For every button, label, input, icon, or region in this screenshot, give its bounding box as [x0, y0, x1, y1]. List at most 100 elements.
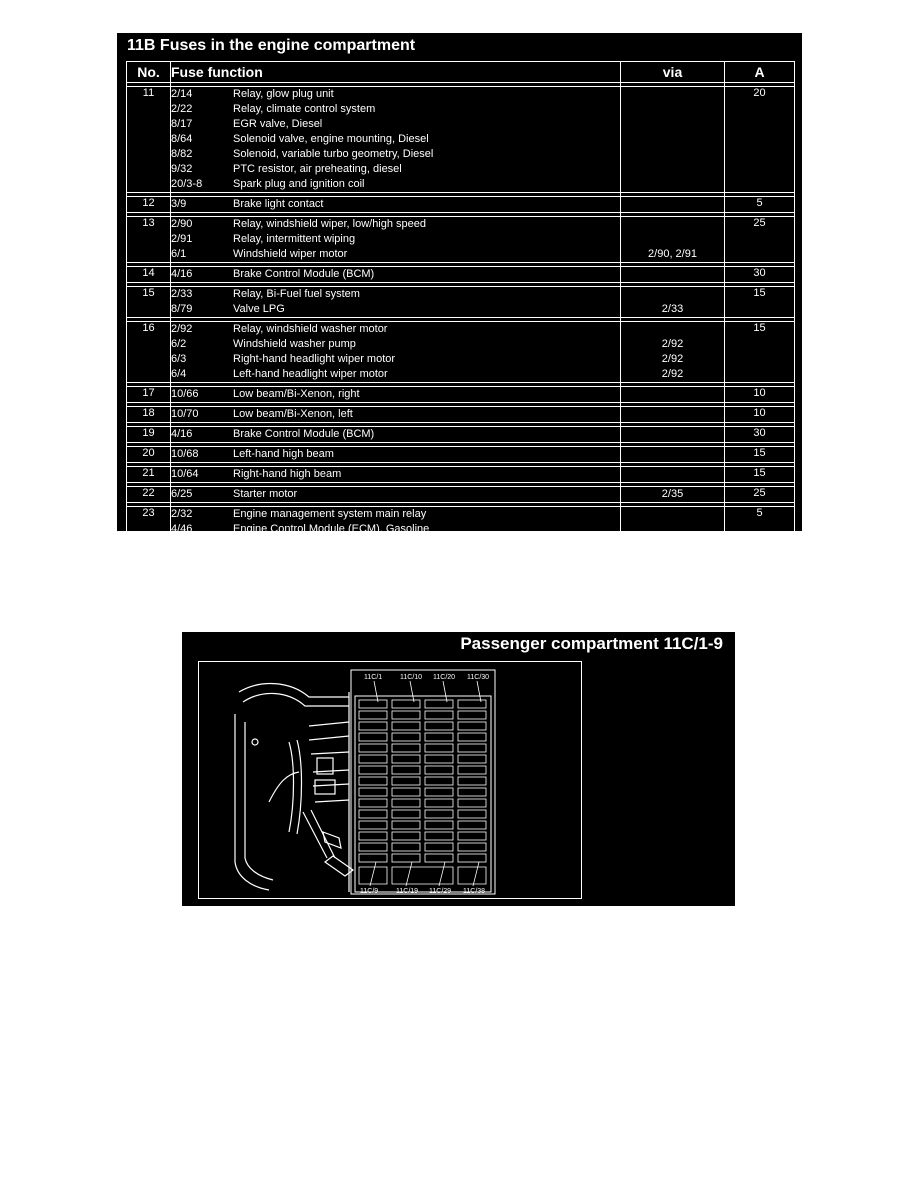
fuse-slot: [391, 710, 421, 720]
fuse-slot: [391, 765, 421, 775]
component-description: Brake Control Module (BCM): [233, 428, 375, 440]
component-code: 9/32: [171, 163, 193, 175]
component-code: 10/64: [171, 468, 199, 480]
fuse-number: 18: [126, 406, 171, 423]
fuse-number: 16: [126, 321, 171, 383]
component-code: 4/46: [171, 523, 193, 535]
fuse-slot: [457, 743, 487, 753]
fuse-amperage: 5: [724, 506, 795, 538]
fuse-slot: [358, 721, 388, 731]
fuse-slot: [391, 798, 421, 808]
fuse-label-top: 11C/30: [467, 674, 489, 681]
component-description: Left-hand headlight wiper motor: [233, 368, 388, 380]
fuse-amperage: 15: [724, 321, 795, 383]
component-description: Brake Control Module (BCM): [233, 268, 375, 280]
leader-line: [409, 680, 415, 703]
fuse-number: 17: [126, 386, 171, 403]
component-description: Relay, intermittent wiping: [233, 233, 356, 245]
via-cell: [620, 386, 725, 403]
fuse-label-top: 11C/20: [433, 674, 455, 681]
function-line: 9/32 PTC resistor, air preheating, diesel: [171, 162, 620, 177]
via-value: [621, 117, 724, 132]
fuse-number: 12: [126, 196, 171, 213]
via-cell: [620, 266, 725, 283]
fuse-slot: [391, 853, 421, 863]
component-code: 4/16: [171, 428, 193, 440]
component-code: 20/3-8: [171, 178, 203, 190]
fuse-slot: [391, 831, 421, 841]
fuse-amperage: 30: [724, 426, 795, 443]
component-description: PTC resistor, air preheating, diesel: [233, 163, 402, 175]
fuse-slot: [457, 710, 487, 720]
fuse-slot: [424, 754, 454, 764]
leader-line: [373, 680, 379, 703]
via-cell: [620, 446, 725, 463]
fuse-amperage: 20: [724, 86, 795, 193]
component-description: Left-hand high beam: [233, 448, 334, 460]
fuse-amperage: 15: [724, 466, 795, 483]
function-line: 8/64 Solenoid valve, engine mounting, Die…: [171, 132, 620, 147]
fuse-amperage: 25: [724, 486, 795, 503]
via-value: [621, 87, 724, 102]
fuse-slot: [391, 842, 421, 852]
component-description: Solenoid valve, engine mounting, Diesel: [233, 133, 429, 145]
fuse-number: 22: [126, 486, 171, 503]
fuse-slot: [391, 699, 421, 709]
component-code: 8/64: [171, 133, 193, 145]
via-value: [621, 177, 724, 192]
fuse-slot: [358, 831, 388, 841]
leader-line: [405, 861, 413, 887]
via-value: 2/33: [661, 303, 684, 315]
leader-line: [442, 680, 448, 703]
fuse-amperage: 15: [724, 446, 795, 463]
component-description: Starter motor: [233, 488, 298, 500]
via-cell: 2/90, 2/91: [620, 216, 725, 263]
fuse-amperage: 15: [724, 286, 795, 318]
fuse-slot: [358, 787, 388, 797]
fuse-number: 14: [126, 266, 171, 283]
component-code: 2/14: [171, 88, 193, 100]
via-value: 2/35: [661, 488, 684, 500]
fuse-number: 20: [126, 446, 171, 463]
via-value: 2/90, 2/91: [648, 248, 697, 260]
fuse-slot: [424, 853, 454, 863]
component-code: 6/3: [171, 353, 187, 365]
fuse-slot: [391, 754, 421, 764]
fuse-slot: [391, 732, 421, 742]
fuse-slot-outline: [358, 866, 388, 885]
component-code: 8/17: [171, 118, 193, 130]
fuse-slot: [457, 765, 487, 775]
component-description: Relay, windshield washer motor: [233, 323, 388, 335]
via-cell: 2/33: [620, 286, 725, 318]
component-description: Relay, climate control system: [233, 103, 376, 115]
via-value: 2/92: [661, 338, 684, 350]
component-code: 2/92: [171, 323, 193, 335]
fuse-box: [350, 669, 496, 895]
fuse-label-bottom: 11C/29: [429, 888, 451, 895]
via-value: [621, 197, 724, 212]
via-value: [621, 387, 724, 402]
fuse-label-bottom: 11C/19: [396, 888, 418, 895]
component-code: 2/22: [171, 103, 193, 115]
fuse-slot: [424, 743, 454, 753]
